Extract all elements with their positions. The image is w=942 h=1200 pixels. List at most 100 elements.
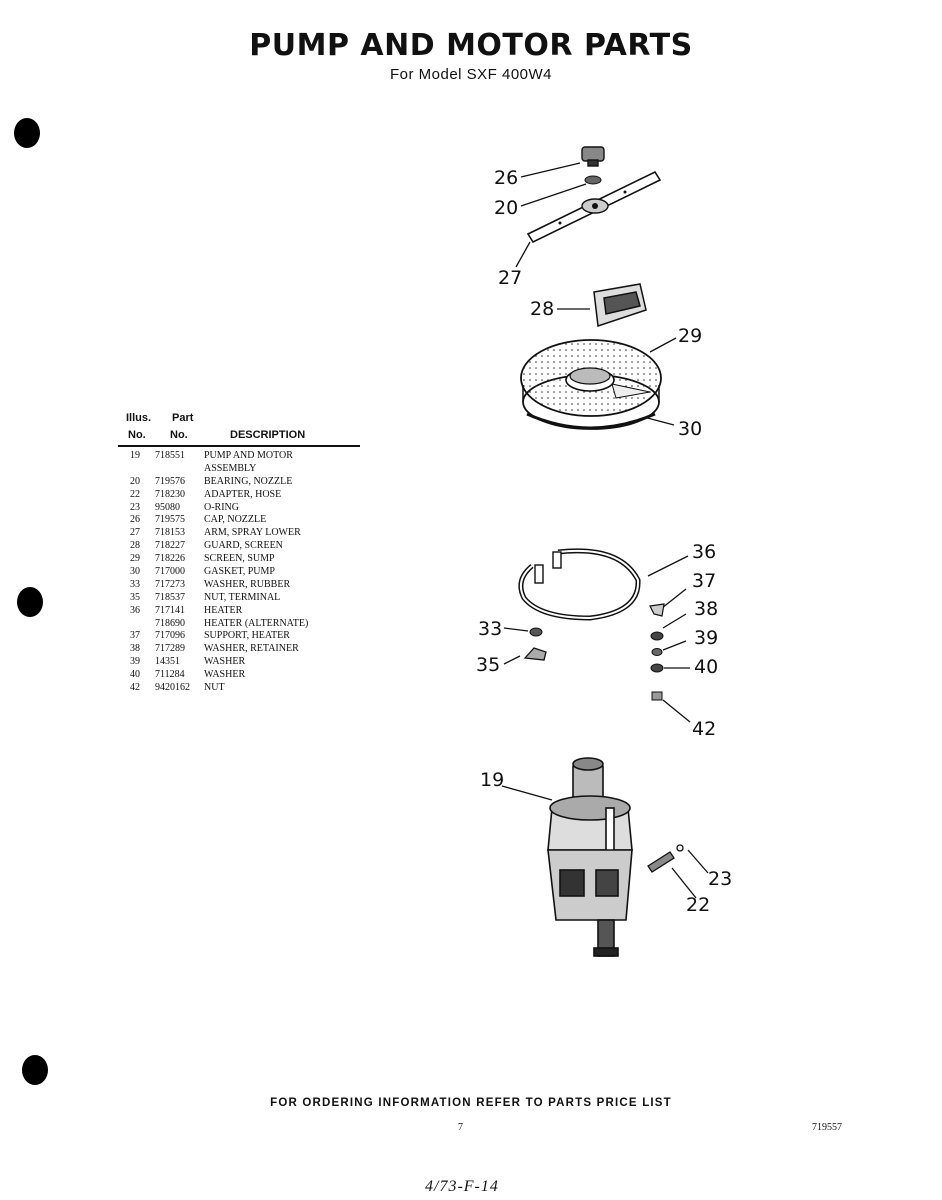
- description-cell: HEATER: [204, 604, 243, 616]
- binder-hole-bottom: [22, 1055, 48, 1085]
- callout-28: 28: [530, 298, 555, 320]
- description-cell: GASKET, PUMP: [204, 566, 275, 578]
- description-cell: WASHER, RETAINER: [204, 643, 299, 655]
- description-cell: NUT, TERMINAL: [204, 591, 281, 603]
- hose-adapter-part: [647, 844, 684, 873]
- header-part-bottom: No.: [170, 429, 188, 441]
- heater-support-stack: [649, 603, 665, 701]
- table-row: 38 717289 WASHER, RETAINER: [118, 643, 360, 656]
- page-title: PUMP AND MOTOR PARTS: [249, 28, 693, 63]
- illus-no-cell: 27: [130, 527, 140, 539]
- illus-no-cell: 23: [130, 501, 140, 513]
- document-number: 719557: [812, 1122, 842, 1133]
- illus-no-cell: 28: [130, 540, 140, 552]
- description-cell: ASSEMBLY: [204, 462, 257, 474]
- callout-29: 29: [678, 325, 703, 347]
- part-no-cell: 718230: [155, 488, 185, 500]
- callout-20: 20: [494, 197, 519, 219]
- illus-no-cell: 42: [130, 682, 140, 694]
- callout-33: 33: [478, 618, 503, 640]
- part-no-cell: 14351: [155, 656, 180, 668]
- illus-no-cell: 37: [130, 630, 140, 642]
- description-cell: O-RING: [204, 501, 239, 513]
- header-rule: [118, 445, 360, 447]
- part-no-cell: 718537: [155, 591, 185, 603]
- callout-36: 36: [692, 541, 717, 563]
- callout-23: 23: [708, 868, 733, 890]
- table-row: 23 95080 O-RING: [118, 502, 360, 515]
- binder-hole-top: [14, 118, 40, 148]
- part-no-cell: 717289: [155, 643, 185, 655]
- table-row: 40 711284 WASHER: [118, 669, 360, 682]
- header-illus-bottom: No.: [128, 429, 146, 441]
- description-cell: NUT: [204, 682, 225, 694]
- parts-table-header: Illus. Part No. No. DESCRIPTION: [118, 412, 360, 444]
- callout-38: 38: [694, 598, 719, 620]
- illus-no-cell: 20: [130, 475, 140, 487]
- illus-no-cell: 35: [130, 591, 140, 603]
- table-row: 42 9420162 NUT: [118, 682, 360, 695]
- heater-part: [518, 548, 641, 621]
- illus-no-cell: 38: [130, 643, 140, 655]
- callout-39: 39: [694, 627, 719, 649]
- callout-27: 27: [498, 267, 523, 289]
- table-row: 36 717141 HEATER: [118, 605, 360, 618]
- illus-no-cell: 40: [130, 669, 140, 681]
- page-number: 7: [458, 1122, 463, 1133]
- description-cell: CAP, NOZZLE: [204, 514, 267, 526]
- callout-35: 35: [476, 654, 501, 676]
- table-row: 28 718227 GUARD, SCREEN: [118, 540, 360, 553]
- callout-37: 37: [692, 570, 717, 592]
- nozzle-bearing-part: [584, 175, 602, 185]
- part-no-cell: 717000: [155, 566, 185, 578]
- part-no-cell: 718226: [155, 553, 185, 565]
- part-no-cell: 718153: [155, 527, 185, 539]
- rubber-washer-part: [529, 627, 543, 637]
- description-cell: SCREEN, SUMP: [204, 553, 275, 565]
- part-no-cell: 9420162: [155, 682, 190, 694]
- pump-motor-assembly: [547, 757, 633, 957]
- part-no-cell: 719576: [155, 475, 185, 487]
- ordering-info-footer: FOR ORDERING INFORMATION REFER TO PARTS …: [270, 1097, 672, 1109]
- table-row: 718690 HEATER (ALTERNATE): [118, 618, 360, 631]
- part-no-cell: 718551: [155, 450, 185, 461]
- part-no-cell: 717141: [155, 604, 185, 616]
- screen-guard-part: [593, 283, 647, 328]
- description-cell: WASHER: [204, 669, 246, 681]
- table-row: 39 14351 WASHER: [118, 656, 360, 669]
- illus-no-cell: 36: [130, 604, 140, 616]
- part-no-cell: 717273: [155, 578, 185, 590]
- spray-arm-part: [526, 170, 662, 244]
- leader-lines: [501, 162, 709, 899]
- illus-no-cell: 22: [130, 488, 140, 500]
- part-no-cell: 711284: [155, 669, 185, 681]
- header-illus-top: Illus.: [126, 412, 152, 424]
- description-cell: ARM, SPRAY LOWER: [204, 527, 301, 539]
- terminal-nut-part: [523, 647, 547, 661]
- binder-hole-middle: [17, 587, 43, 617]
- header-description: DESCRIPTION: [230, 429, 306, 441]
- part-no-cell: 718227: [155, 540, 185, 552]
- part-no-cell: 718690: [155, 617, 185, 629]
- description-cell: WASHER, RUBBER: [204, 578, 291, 590]
- callout-30: 30: [678, 418, 703, 440]
- callout-19: 19: [480, 769, 505, 791]
- table-row: ASSEMBLY: [118, 463, 360, 476]
- handwritten-note: 4/73-F-14: [425, 1178, 499, 1195]
- illus-no-cell: 39: [130, 656, 140, 668]
- sump-screen-part: [520, 339, 662, 430]
- description-cell: GUARD, SCREEN: [204, 540, 283, 552]
- description-cell: WASHER: [204, 656, 246, 668]
- pump-gasket-part: [526, 412, 656, 430]
- part-no-cell: 719575: [155, 514, 185, 526]
- callout-42: 42: [692, 718, 717, 740]
- description-cell: HEATER (ALTERNATE): [204, 617, 309, 629]
- part-no-cell: 95080: [155, 501, 180, 513]
